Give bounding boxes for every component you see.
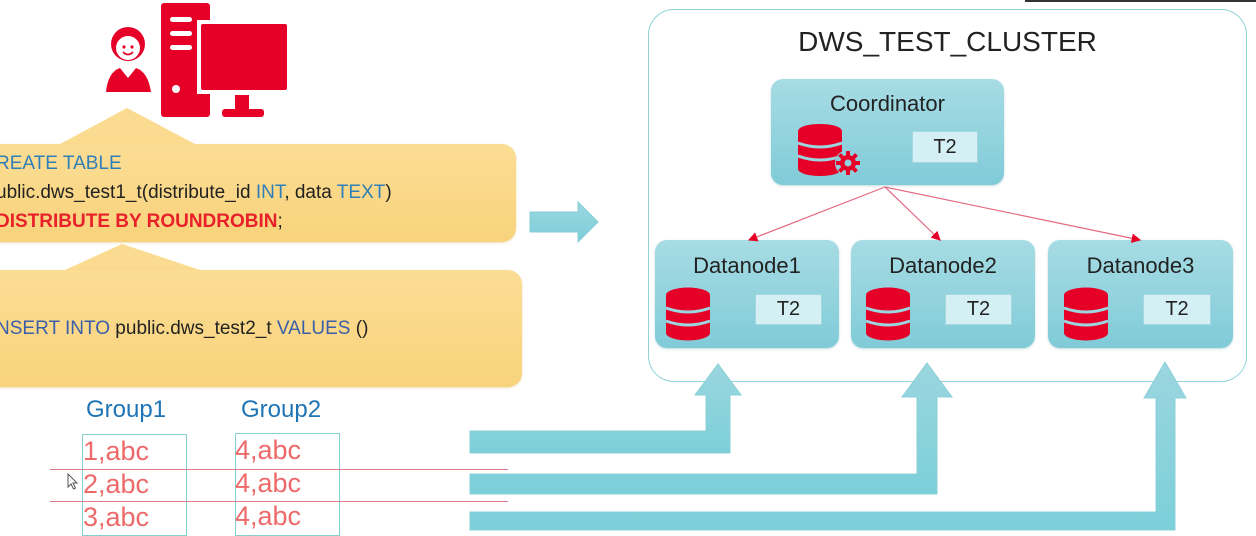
client-illustration — [106, 3, 290, 117]
datanode-2[interactable]: Datanode2 T2 — [851, 240, 1035, 348]
sql-line-3: DISTRIBUTE BY ROUNDROBIN; — [0, 211, 283, 232]
insert-sql: NSERT INTO public.dws_test2_t VALUES () — [0, 318, 369, 339]
node-title: Datanode2 — [889, 253, 997, 278]
sql-line-2: ublic.dws_test1_t(distribute_id INT, dat… — [0, 182, 392, 203]
table-badge: T2 — [1143, 294, 1211, 325]
row-divider-line — [50, 469, 508, 470]
table-badge: T2 — [755, 294, 822, 325]
coordinator-to-datanode3-arrow — [884, 186, 1142, 243]
insert-callout — [0, 270, 522, 387]
callout-pointer — [65, 244, 200, 270]
node-title: Coordinator — [830, 91, 945, 116]
database-icon — [665, 287, 711, 341]
sql-line-1: REATE TABLE — [0, 153, 122, 174]
coordinator-to-datanode2-arrow — [884, 186, 941, 241]
callout-pointer — [60, 108, 195, 144]
node-title: Datanode1 — [693, 253, 801, 278]
mouse-cursor-icon — [67, 473, 79, 490]
data-row: 2,abc — [83, 469, 150, 499]
data-row: 4,abc — [235, 435, 302, 465]
node-title: Datanode3 — [1086, 253, 1195, 278]
database-icon — [1063, 287, 1109, 341]
create-table-sql: REATE TABLE ublic.dws_test1_t(distribute… — [0, 149, 392, 236]
user-icon — [106, 27, 151, 92]
route-arrow-datanode3 — [469, 361, 1187, 531]
group-header: Group2 — [241, 396, 322, 423]
data-row: 1,abc — [83, 436, 150, 466]
data-row: 3,abc — [83, 502, 150, 532]
route-arrow-datanode1 — [469, 363, 742, 454]
route-arrow-datanode2 — [469, 362, 953, 495]
table-badge: T2 — [912, 131, 978, 163]
monitor-icon — [197, 20, 290, 117]
right-arrow-icon — [529, 200, 599, 244]
row-divider-line — [50, 501, 508, 502]
database-icon — [865, 287, 911, 341]
top-edge-bar — [1025, 0, 1256, 2]
datanode-1[interactable]: Datanode1 T2 — [655, 240, 839, 348]
coordinator-to-datanode1-arrow — [747, 186, 886, 242]
data-row: 4,abc — [235, 468, 302, 498]
datanode-3[interactable]: Datanode3 T2 — [1048, 240, 1233, 348]
cluster-title: DWS_TEST_CLUSTER — [798, 26, 1097, 57]
table-badge: T2 — [945, 294, 1012, 325]
create-table-callout — [0, 144, 516, 242]
data-row: 4,abc — [235, 501, 302, 531]
database-gear-icon — [797, 124, 861, 176]
coordinator-node[interactable]: Coordinator T2 — [771, 79, 1004, 185]
cluster-container — [648, 9, 1247, 382]
group-header: Group1 — [86, 396, 167, 423]
